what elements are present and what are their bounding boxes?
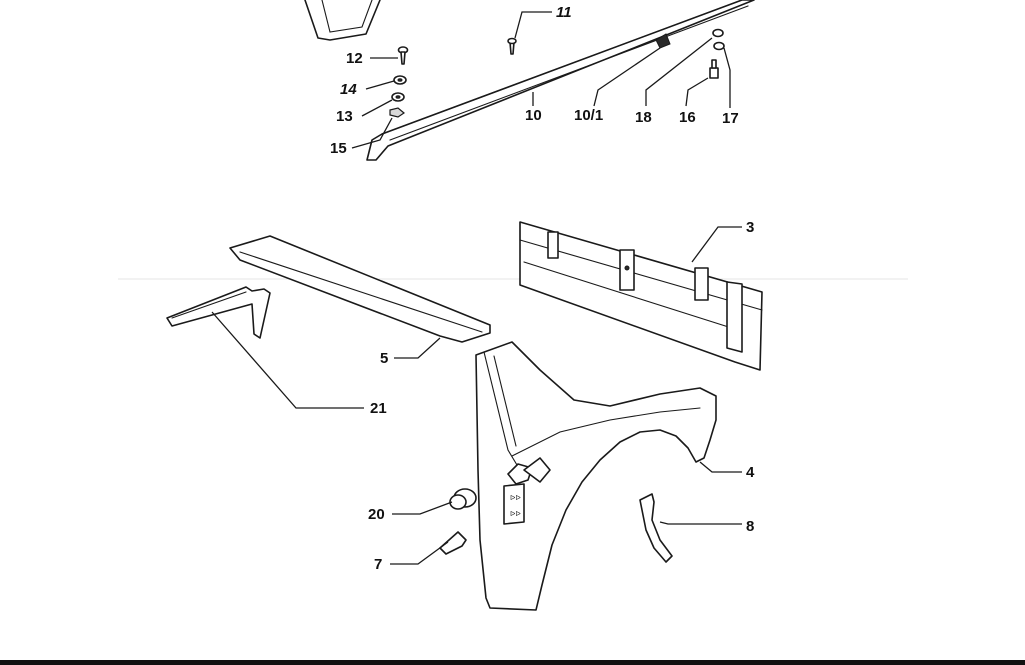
strip-part-8 xyxy=(639,493,673,563)
leader-7 xyxy=(390,541,449,565)
screw-part-11 xyxy=(507,37,517,55)
leader-18 xyxy=(645,37,713,106)
bottom-edge-bar xyxy=(0,660,1025,665)
callout-11: 11 xyxy=(556,4,572,21)
callout-18: 18 xyxy=(635,109,652,126)
leader-14 xyxy=(365,80,395,90)
callout-12: 12 xyxy=(346,50,363,67)
washer-part-14 xyxy=(393,75,407,85)
callout-5: 5 xyxy=(380,350,388,367)
leader-21 xyxy=(211,311,364,409)
svg-text:ᐅᐅ: ᐅᐅ xyxy=(510,511,521,518)
leader-8 xyxy=(659,521,742,525)
screw-part-12 xyxy=(397,46,409,65)
callout-8: 8 xyxy=(746,518,754,535)
bracket-part-7 xyxy=(439,531,467,555)
callout-16: 16 xyxy=(679,109,696,126)
leader-17 xyxy=(723,47,731,108)
washer-part-13 xyxy=(391,92,405,102)
leader-5 xyxy=(394,337,441,359)
callout-15: 15 xyxy=(330,140,347,157)
callout-20: 20 xyxy=(368,506,385,523)
leader-3 xyxy=(691,226,742,263)
roof-trim-part-5 xyxy=(229,235,491,343)
plug-part-20 xyxy=(449,488,477,510)
callout-7: 7 xyxy=(374,556,382,573)
leader-15 xyxy=(351,117,393,149)
callout-21: 21 xyxy=(370,400,387,417)
clip-part-10-1 xyxy=(655,33,671,49)
leader-13 xyxy=(361,99,393,117)
leader-16 xyxy=(685,77,709,107)
callout-10: 10 xyxy=(525,107,542,124)
callout-13: 13 xyxy=(336,108,353,125)
pillar-trim-part xyxy=(304,0,381,41)
nut-part-15 xyxy=(389,107,406,118)
quarter-panel-part-4: ᐅᐅ ᐅᐅ xyxy=(475,341,717,611)
callout-17: 17 xyxy=(722,110,739,127)
callout-14: 14 xyxy=(340,81,357,98)
leader-10-1 xyxy=(593,47,661,107)
washer-part-18 xyxy=(712,28,725,51)
callout-3: 3 xyxy=(746,219,754,236)
callout-10-1: 10/1 xyxy=(574,107,603,124)
leader-20 xyxy=(392,501,453,515)
callout-4: 4 xyxy=(746,464,755,481)
svg-text:ᐅᐅ: ᐅᐅ xyxy=(510,495,521,502)
bolt-part-16 xyxy=(709,59,719,79)
sill-moulding-part-10 xyxy=(366,0,755,161)
leader-4 xyxy=(699,461,742,473)
leader-11 xyxy=(514,11,552,39)
rear-panel-part-3 xyxy=(519,221,763,371)
bracket-part-21 xyxy=(166,286,271,339)
